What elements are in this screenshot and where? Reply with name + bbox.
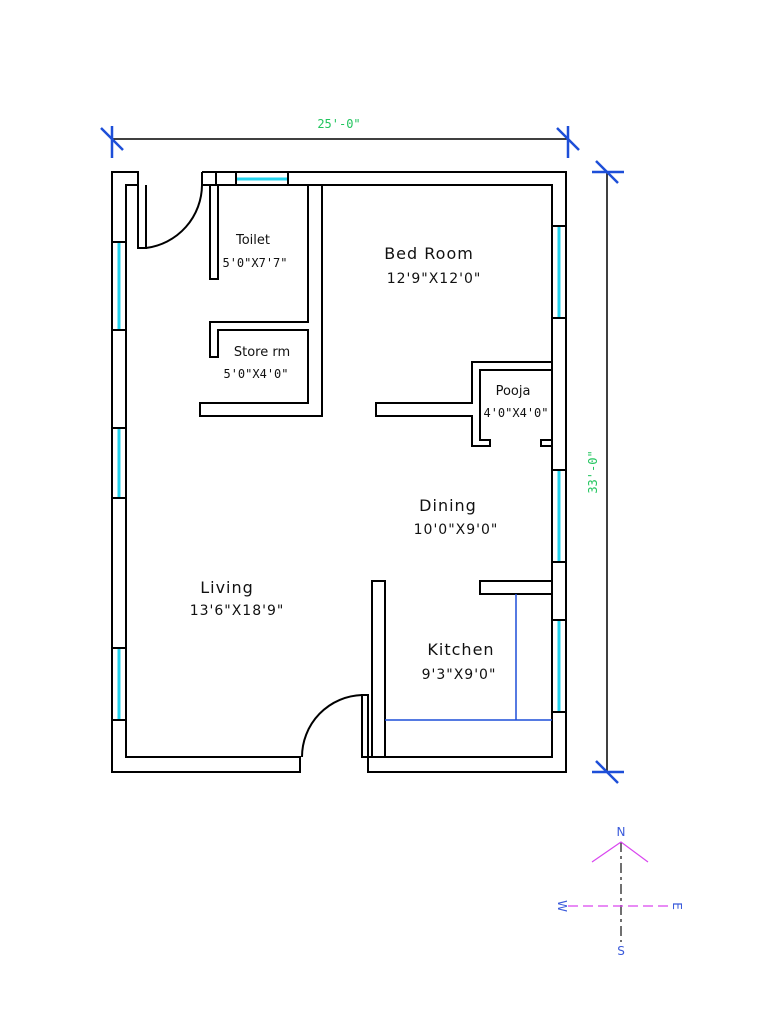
room-store: Store rm 5'0"X4'0" [223,345,290,381]
room-store-size: 5'0"X4'0" [223,367,288,381]
room-kitchen-size: 9'3"X9'0" [422,667,497,683]
dimension-height: 33'-0" [586,160,624,784]
room-kitchen: Kitchen 9'3"X9'0" [422,640,497,683]
compass-west-label: W [555,900,569,912]
room-kitchen-name: Kitchen [427,640,494,659]
room-living: Living 13'6"X18'9" [190,578,285,619]
room-pooja: Pooja 4'0"X4'0" [483,384,548,420]
doors [137,184,369,758]
compass: N S W E [555,825,684,958]
room-store-name: Store rm [234,345,290,360]
room-bedroom-size: 12'9"X12'0" [387,271,482,287]
compass-north-arrow [591,841,649,863]
room-bedroom-name: Bed Room [384,244,474,263]
room-toilet: Toilet 5'0"X7'7" [222,233,287,270]
main-door [361,694,369,758]
room-bedroom: Bed Room 12'9"X12'0" [384,244,482,287]
dimension-width: 25'-0" [100,117,580,158]
room-toilet-size: 5'0"X7'7" [222,256,287,270]
room-dining-name: Dining [419,496,477,515]
dimension-width-label: 25'-0" [317,117,360,131]
room-dining: Dining 10'0"X9'0" [414,496,499,538]
room-pooja-name: Pooja [496,384,531,399]
room-living-name: Living [200,578,254,597]
room-toilet-name: Toilet [235,233,270,248]
compass-north-label: N [617,825,626,839]
dimension-height-label: 33'-0" [586,450,600,493]
compass-east-label: E [670,902,684,910]
interior-walls [199,185,553,758]
toilet-door [137,185,147,249]
windows [112,172,566,721]
kitchen-counter [385,594,552,721]
outer-walls [111,171,567,773]
compass-south-label: S [617,944,625,958]
room-pooja-size: 4'0"X4'0" [483,406,548,420]
room-living-size: 13'6"X18'9" [190,603,285,619]
room-dining-size: 10'0"X9'0" [414,522,499,538]
